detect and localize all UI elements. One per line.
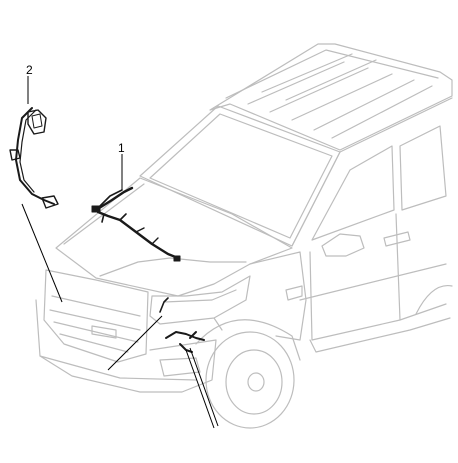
roof-ribs — [247, 53, 433, 139]
detail-clip — [9, 149, 21, 161]
detail-pointer-harness-a — [185, 349, 215, 429]
callout-label-2: 2 — [26, 63, 33, 77]
front-wheel-hub — [247, 372, 265, 392]
headlamp-harness-lead — [159, 297, 169, 313]
side-mirror — [321, 233, 365, 257]
rear-side-window — [399, 125, 447, 211]
callout-label-1: 1 — [118, 141, 125, 155]
hood-outline — [55, 177, 293, 297]
grille-outline — [43, 269, 149, 363]
roof-rail — [225, 49, 439, 99]
front-wheel-rim — [225, 349, 283, 415]
wheel-arch — [195, 319, 301, 361]
detail-pointer-harness-b — [189, 347, 219, 427]
detail-terminal — [41, 195, 59, 209]
windshield-inner — [149, 113, 333, 239]
connector-detail-view — [9, 107, 59, 209]
detail-pointer-upper — [21, 203, 63, 303]
windshield — [139, 105, 341, 247]
detail-cable — [15, 107, 55, 205]
front-bumper — [35, 299, 217, 393]
detail-connector-face — [31, 113, 43, 129]
detail-connector-body — [27, 109, 47, 135]
harness-branch-lower — [135, 227, 159, 245]
door-handle — [383, 231, 411, 247]
rear-wheel-arch — [415, 284, 453, 315]
roof-outline — [209, 43, 453, 151]
front-side-window — [311, 145, 395, 241]
harness-connector-a — [91, 205, 101, 213]
side-body-lower — [299, 263, 451, 353]
fog-lamp — [159, 357, 201, 377]
vehicle-body-outline — [35, 43, 453, 429]
detail-pointer-lower — [107, 315, 163, 371]
front-wheel-tyre — [205, 331, 295, 429]
grille-slats — [49, 295, 141, 353]
harness-connector-b — [173, 255, 181, 262]
leader-lines — [21, 76, 219, 429]
headlight — [149, 275, 251, 325]
front-fender — [213, 251, 307, 341]
harness-branch-upper — [99, 189, 127, 223]
side-indicator — [285, 285, 303, 301]
grille-badge — [91, 325, 117, 339]
engine-harness — [91, 186, 205, 353]
door-line — [309, 213, 447, 341]
headlight-detail — [163, 289, 237, 303]
a-pillar — [291, 97, 453, 247]
hood-crease — [63, 183, 247, 277]
